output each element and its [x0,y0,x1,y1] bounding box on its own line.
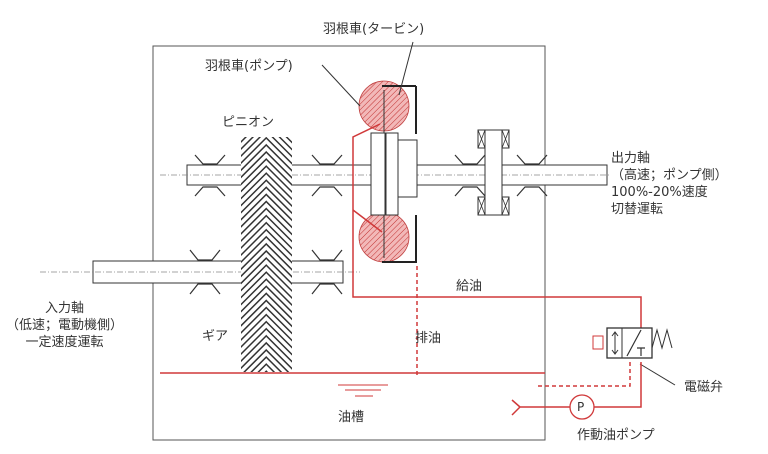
oil-supply-line [160,123,642,416]
oil-drain-line [416,266,631,387]
hydraulic-pump-symbol [569,394,595,420]
gear [241,207,266,372]
label-drain-oil: 排油 [415,331,442,346]
input-shaft-desc: （低速；電動機側） [6,318,124,333]
casing [152,45,546,441]
label-pump-impeller: 羽根車(ポンプ) [205,59,293,74]
label-oil-tank: 油槽 [338,410,365,425]
label-solenoid-valve: 電磁弁 [684,380,724,395]
output-shaft-title: 出力軸 [611,151,651,166]
solenoid-valve-symbol [592,327,673,359]
pump-symbol-letter: P [577,400,585,414]
output-shaft-desc: （高速；ポンプ側） [611,168,728,183]
turbine-casing [382,85,417,263]
label-pinion: ピニオン [222,115,275,130]
bearings [189,154,548,295]
label-gear: ギア [202,329,229,344]
input-shaft-title: 入力軸 [45,301,85,316]
label-input-shaft: 入力軸 （低速；電動機側） 一定速度運転 [6,300,123,351]
pinion [241,137,266,207]
label-turbine: 羽根車(タービン) [323,22,425,37]
label-supply-oil: 給油 [456,279,483,294]
label-hydraulic-pump: 作動油ポンプ [577,428,655,443]
input-shaft-mode: 一定速度運転 [25,335,104,350]
output-shaft-speed: 100%-20%速度 [611,185,708,200]
label-output-shaft: 出力軸 （高速；ポンプ側） 100%-20%速度 切替運転 [611,150,728,218]
flange-coupling [477,129,510,216]
output-shaft-mode: 切替運転 [611,202,664,217]
